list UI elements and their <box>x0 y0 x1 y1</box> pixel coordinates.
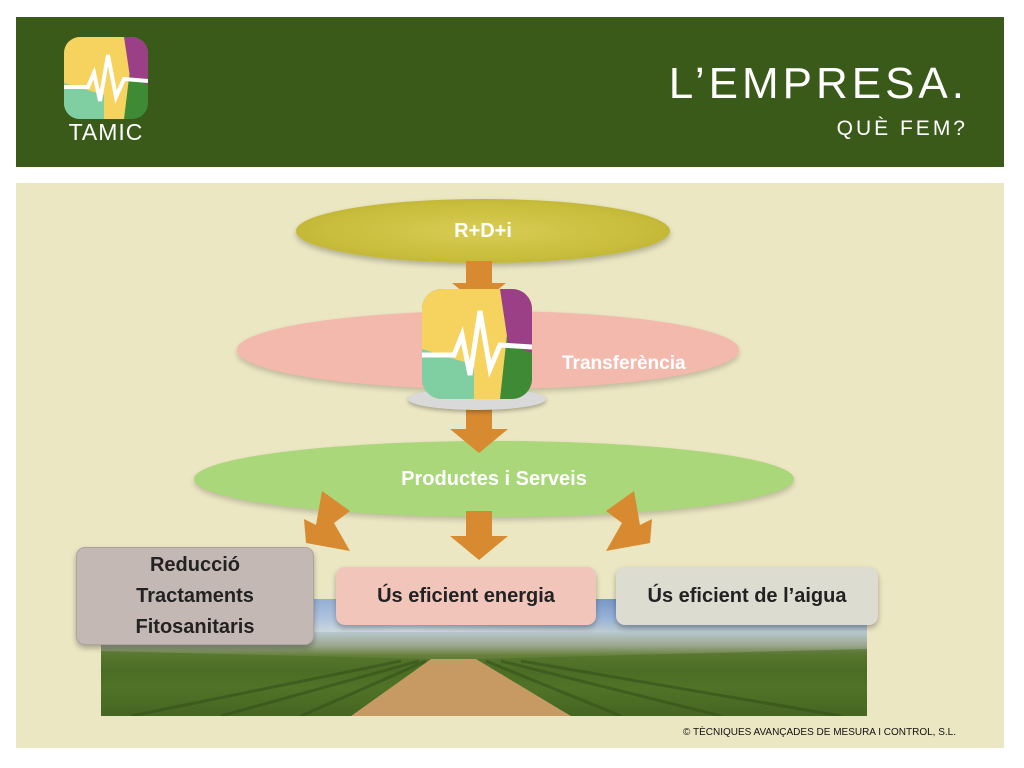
vineyard-path-graphic <box>101 649 867 716</box>
outcome-box-energy: Ús eficient energia <box>336 567 596 625</box>
transfer-label: Transferència <box>562 353 686 374</box>
header-banner: TAMIC L’EMPRESA. QUÈ FEM? <box>16 17 1004 167</box>
products-ellipse: Productes i Serveis <box>194 441 794 517</box>
page-title: L’EMPRESA. <box>668 59 968 108</box>
rdi-label: R+D+i <box>454 219 512 242</box>
tamic-logo-icon <box>64 37 148 119</box>
copyright-footer: © TÈCNIQUES AVANÇADES DE MESURA I CONTRO… <box>683 727 956 738</box>
page-subtitle: QUÈ FEM? <box>836 117 968 140</box>
flow-arrows <box>304 261 652 560</box>
diagram-panel: Transferència Productes i Serveis R+D+i <box>16 183 1004 748</box>
products-label: Productes i Serveis <box>401 467 587 490</box>
outcome-label-energy: Ús eficient energia <box>377 584 555 607</box>
outcome-label-water: Ús eficient de l’aigua <box>647 584 847 607</box>
rdi-ellipse: R+D+i <box>296 199 670 263</box>
logo-text: TAMIC <box>68 119 144 145</box>
outcome-box-phytosanitary: Reducció Tractaments Fitosanitaris <box>76 547 314 645</box>
center-logo-icon <box>422 289 532 399</box>
arrow-diag-left <box>304 491 350 551</box>
arrow-down-2 <box>450 405 508 453</box>
outcome-label-phytosanitary: Reducció Tractaments Fitosanitaris <box>135 553 255 638</box>
arrow-down-3 <box>450 511 508 560</box>
arrow-diag-right <box>606 491 652 551</box>
outcome-box-water: Ús eficient de l’aigua <box>616 567 878 625</box>
